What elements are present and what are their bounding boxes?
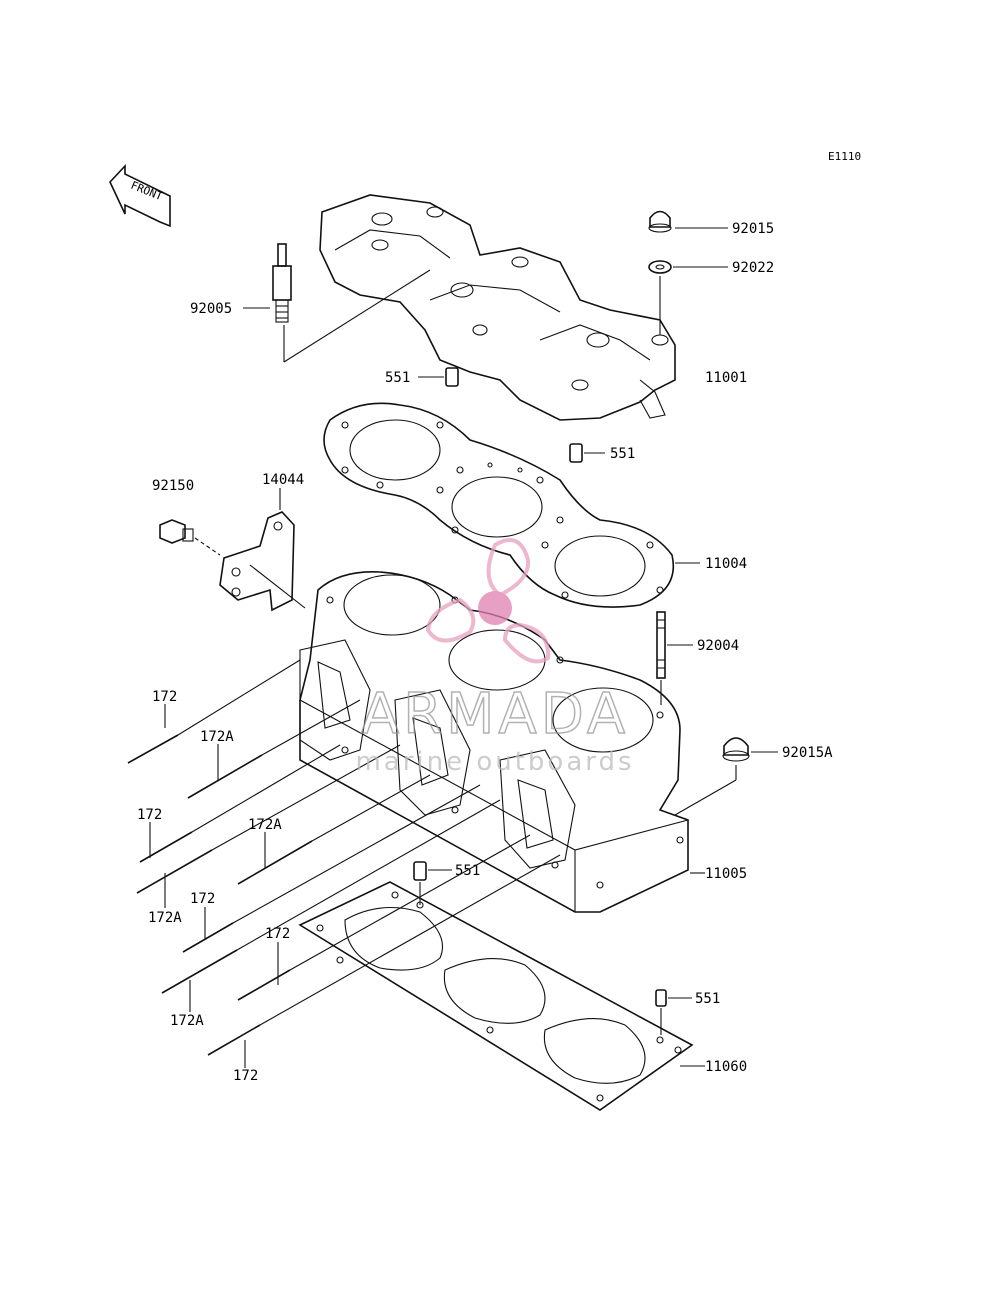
label-11005: 11005: [705, 866, 747, 882]
label-11001: 11001: [705, 370, 747, 386]
watermark-brand: ARMADA: [361, 682, 629, 747]
cap-nut-92015: [648, 210, 672, 233]
label-92015A: 92015A: [782, 745, 833, 761]
stud-set: [127, 734, 313, 1056]
stud-92004: [656, 611, 666, 679]
label-172-c: 172: [190, 891, 215, 907]
bolt-92150: [159, 519, 194, 544]
label-11004: 11004: [705, 556, 747, 572]
stud-leaders: [149, 659, 561, 1068]
bracket-14044: [219, 511, 306, 612]
dowel-pin-551-b: [569, 443, 583, 463]
label-14044: 14044: [262, 472, 304, 488]
washer-92022: [648, 260, 672, 274]
label-172A-b: 172A: [248, 817, 282, 833]
label-172A-d: 172A: [170, 1013, 204, 1029]
dowel-pin-551-c: [413, 861, 427, 881]
dowel-pin-551-d: [655, 989, 667, 1007]
cap-nut-92015A: [722, 737, 750, 762]
dowel-pin-551-a: [445, 367, 459, 387]
label-92022: 92022: [732, 260, 774, 276]
armada-watermark: ARMADA marine outboards: [355, 538, 634, 777]
label-92005: 92005: [190, 301, 232, 317]
base-gasket-11060: [298, 881, 694, 1111]
label-172-e: 172: [233, 1068, 258, 1084]
label-92004: 92004: [697, 638, 739, 654]
propeller-logo-icon: [425, 538, 551, 664]
label-11060: 11060: [705, 1059, 747, 1075]
label-172-a: 172: [152, 689, 177, 705]
label-551-a: 551: [385, 370, 410, 386]
diagram-code: E1110: [828, 150, 861, 163]
label-551-b: 551: [610, 446, 635, 462]
label-551-d: 551: [695, 991, 720, 1007]
cylinder-head: [319, 194, 676, 421]
spark-plug-92005: [272, 243, 292, 323]
label-92015: 92015: [732, 221, 774, 237]
label-92150: 92150: [152, 478, 194, 494]
front-label: FRONT: [129, 179, 165, 204]
watermark-tagline: marine outboards: [355, 747, 634, 777]
label-172-b: 172: [137, 807, 162, 823]
front-arrow-icon: FRONT: [109, 163, 171, 228]
label-172A-a: 172A: [200, 729, 234, 745]
head-gasket-11004: [323, 402, 674, 608]
label-172A-c: 172A: [148, 910, 182, 926]
label-172-d: 172: [265, 926, 290, 942]
